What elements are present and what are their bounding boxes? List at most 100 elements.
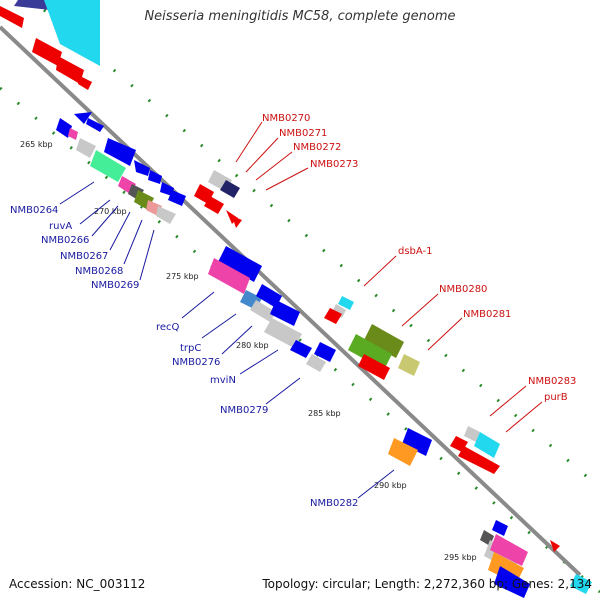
gene-feature	[44, 0, 100, 66]
kbp-label: 290 kbp	[374, 481, 407, 490]
gene-feature	[218, 246, 262, 282]
gene-feature	[76, 138, 96, 158]
gene-feature	[570, 574, 592, 594]
map-title: Neisseria meningitidis MC58, complete ge…	[144, 9, 456, 24]
connector-line	[363, 255, 397, 287]
gene-feature	[56, 118, 72, 138]
genome-backbone	[0, 25, 582, 577]
connector-line	[245, 137, 279, 173]
gene-feature	[90, 150, 126, 182]
gene-label: NMB0269	[91, 280, 139, 291]
kbp-label: 270 kbp	[94, 207, 127, 216]
connector-line	[401, 293, 439, 327]
gene-feature	[250, 300, 276, 322]
gene-feature	[14, 0, 54, 10]
gene-label: NMB0267	[60, 251, 108, 262]
gene-label: NMB0281	[463, 309, 511, 320]
gene-feature	[134, 160, 150, 176]
connector-line	[181, 291, 215, 319]
gene-feature	[492, 520, 508, 536]
gene-label: dsbA-1	[398, 246, 433, 257]
gene-label: NMB0280	[439, 284, 487, 295]
gene-feature	[56, 56, 84, 84]
gene-feature	[398, 354, 420, 376]
gene-feature	[348, 334, 392, 370]
gene-feature	[232, 216, 242, 228]
kbp-label: 295 kbp	[444, 553, 477, 562]
connector-line	[235, 121, 263, 163]
accession-label: Accession: NC_003112	[9, 577, 146, 591]
kbp-label: 265 kbp	[20, 140, 53, 149]
gene-feature	[78, 76, 92, 90]
connector-line	[357, 469, 395, 499]
gene-feature	[0, 6, 24, 28]
gene-label: NMB0279	[220, 405, 268, 416]
gene-label: NMB0283	[528, 376, 576, 387]
connector-line	[265, 167, 309, 191]
gene-feature	[358, 354, 390, 380]
gene-labels-right: NMB0270 NMB0271 NMB0272 NMB0273 dsbA-1 N…	[262, 113, 576, 403]
gene-label: NMB0276	[172, 357, 220, 368]
kbp-label: 280 kbp	[236, 341, 269, 350]
gene-feature	[204, 196, 224, 214]
connector-line	[91, 205, 119, 237]
gene-feature	[550, 540, 560, 552]
gene-feature	[306, 354, 326, 372]
gene-labels-left: NMB0264 ruvA NMB0266 NMB0267 NMB0268 NMB…	[10, 205, 358, 509]
connector-line	[221, 325, 253, 355]
gene-feature	[220, 180, 240, 198]
gene-label: NMB0266	[41, 235, 89, 246]
gene-feature	[86, 118, 104, 132]
gene-label: NMB0270	[262, 113, 310, 124]
gene-feature	[458, 446, 500, 474]
gene-feature	[74, 112, 92, 124]
gene-feature	[290, 340, 312, 358]
gene-feature	[270, 300, 300, 326]
gene-feature	[148, 170, 162, 184]
gene-feature	[388, 438, 418, 466]
gene-feature	[494, 566, 530, 598]
gene-feature	[364, 324, 404, 358]
gene-feature	[168, 190, 186, 206]
gene-feature	[32, 38, 62, 66]
connector-line	[265, 377, 301, 405]
gene-feature	[332, 304, 346, 318]
connector-line	[489, 385, 527, 417]
gene-feature	[68, 128, 78, 140]
connector-line	[255, 151, 293, 181]
gene-feature	[156, 206, 176, 224]
gene-label: NMB0272	[293, 142, 341, 153]
connector-line	[139, 229, 155, 281]
gene-label: NMB0282	[310, 498, 358, 509]
connector-line	[427, 317, 463, 351]
kbp-label: 285 kbp	[308, 409, 341, 418]
gene-feature	[208, 258, 250, 294]
connector-line	[239, 349, 279, 375]
connectors	[59, 121, 543, 499]
gene-label: recQ	[156, 322, 180, 333]
gene-feature	[402, 428, 432, 456]
connector-line	[123, 219, 143, 265]
connector-line	[505, 401, 543, 433]
gene-label: trpC	[180, 343, 201, 354]
connector-line	[79, 199, 111, 225]
gene-label: NMB0268	[75, 266, 123, 277]
gene-feature	[464, 426, 480, 442]
connector-line	[59, 181, 95, 205]
gene-feature	[314, 342, 336, 362]
connector-line	[109, 211, 131, 251]
gene-label: NMB0264	[10, 205, 58, 216]
kbp-label: 275 kbp	[166, 272, 199, 281]
gene-label: purB	[544, 392, 568, 403]
topology-label: Topology: circular; Length: 2,272,360 bp…	[262, 577, 592, 591]
gene-label: NMB0271	[279, 128, 327, 139]
gene-feature	[160, 182, 174, 196]
connector-line	[201, 313, 237, 339]
gene-label: NMB0273	[310, 159, 358, 170]
gene-feature	[474, 432, 500, 458]
outer-tick-track	[0, 86, 600, 594]
gene-feature	[490, 534, 528, 566]
gene-label: ruvA	[49, 221, 72, 232]
